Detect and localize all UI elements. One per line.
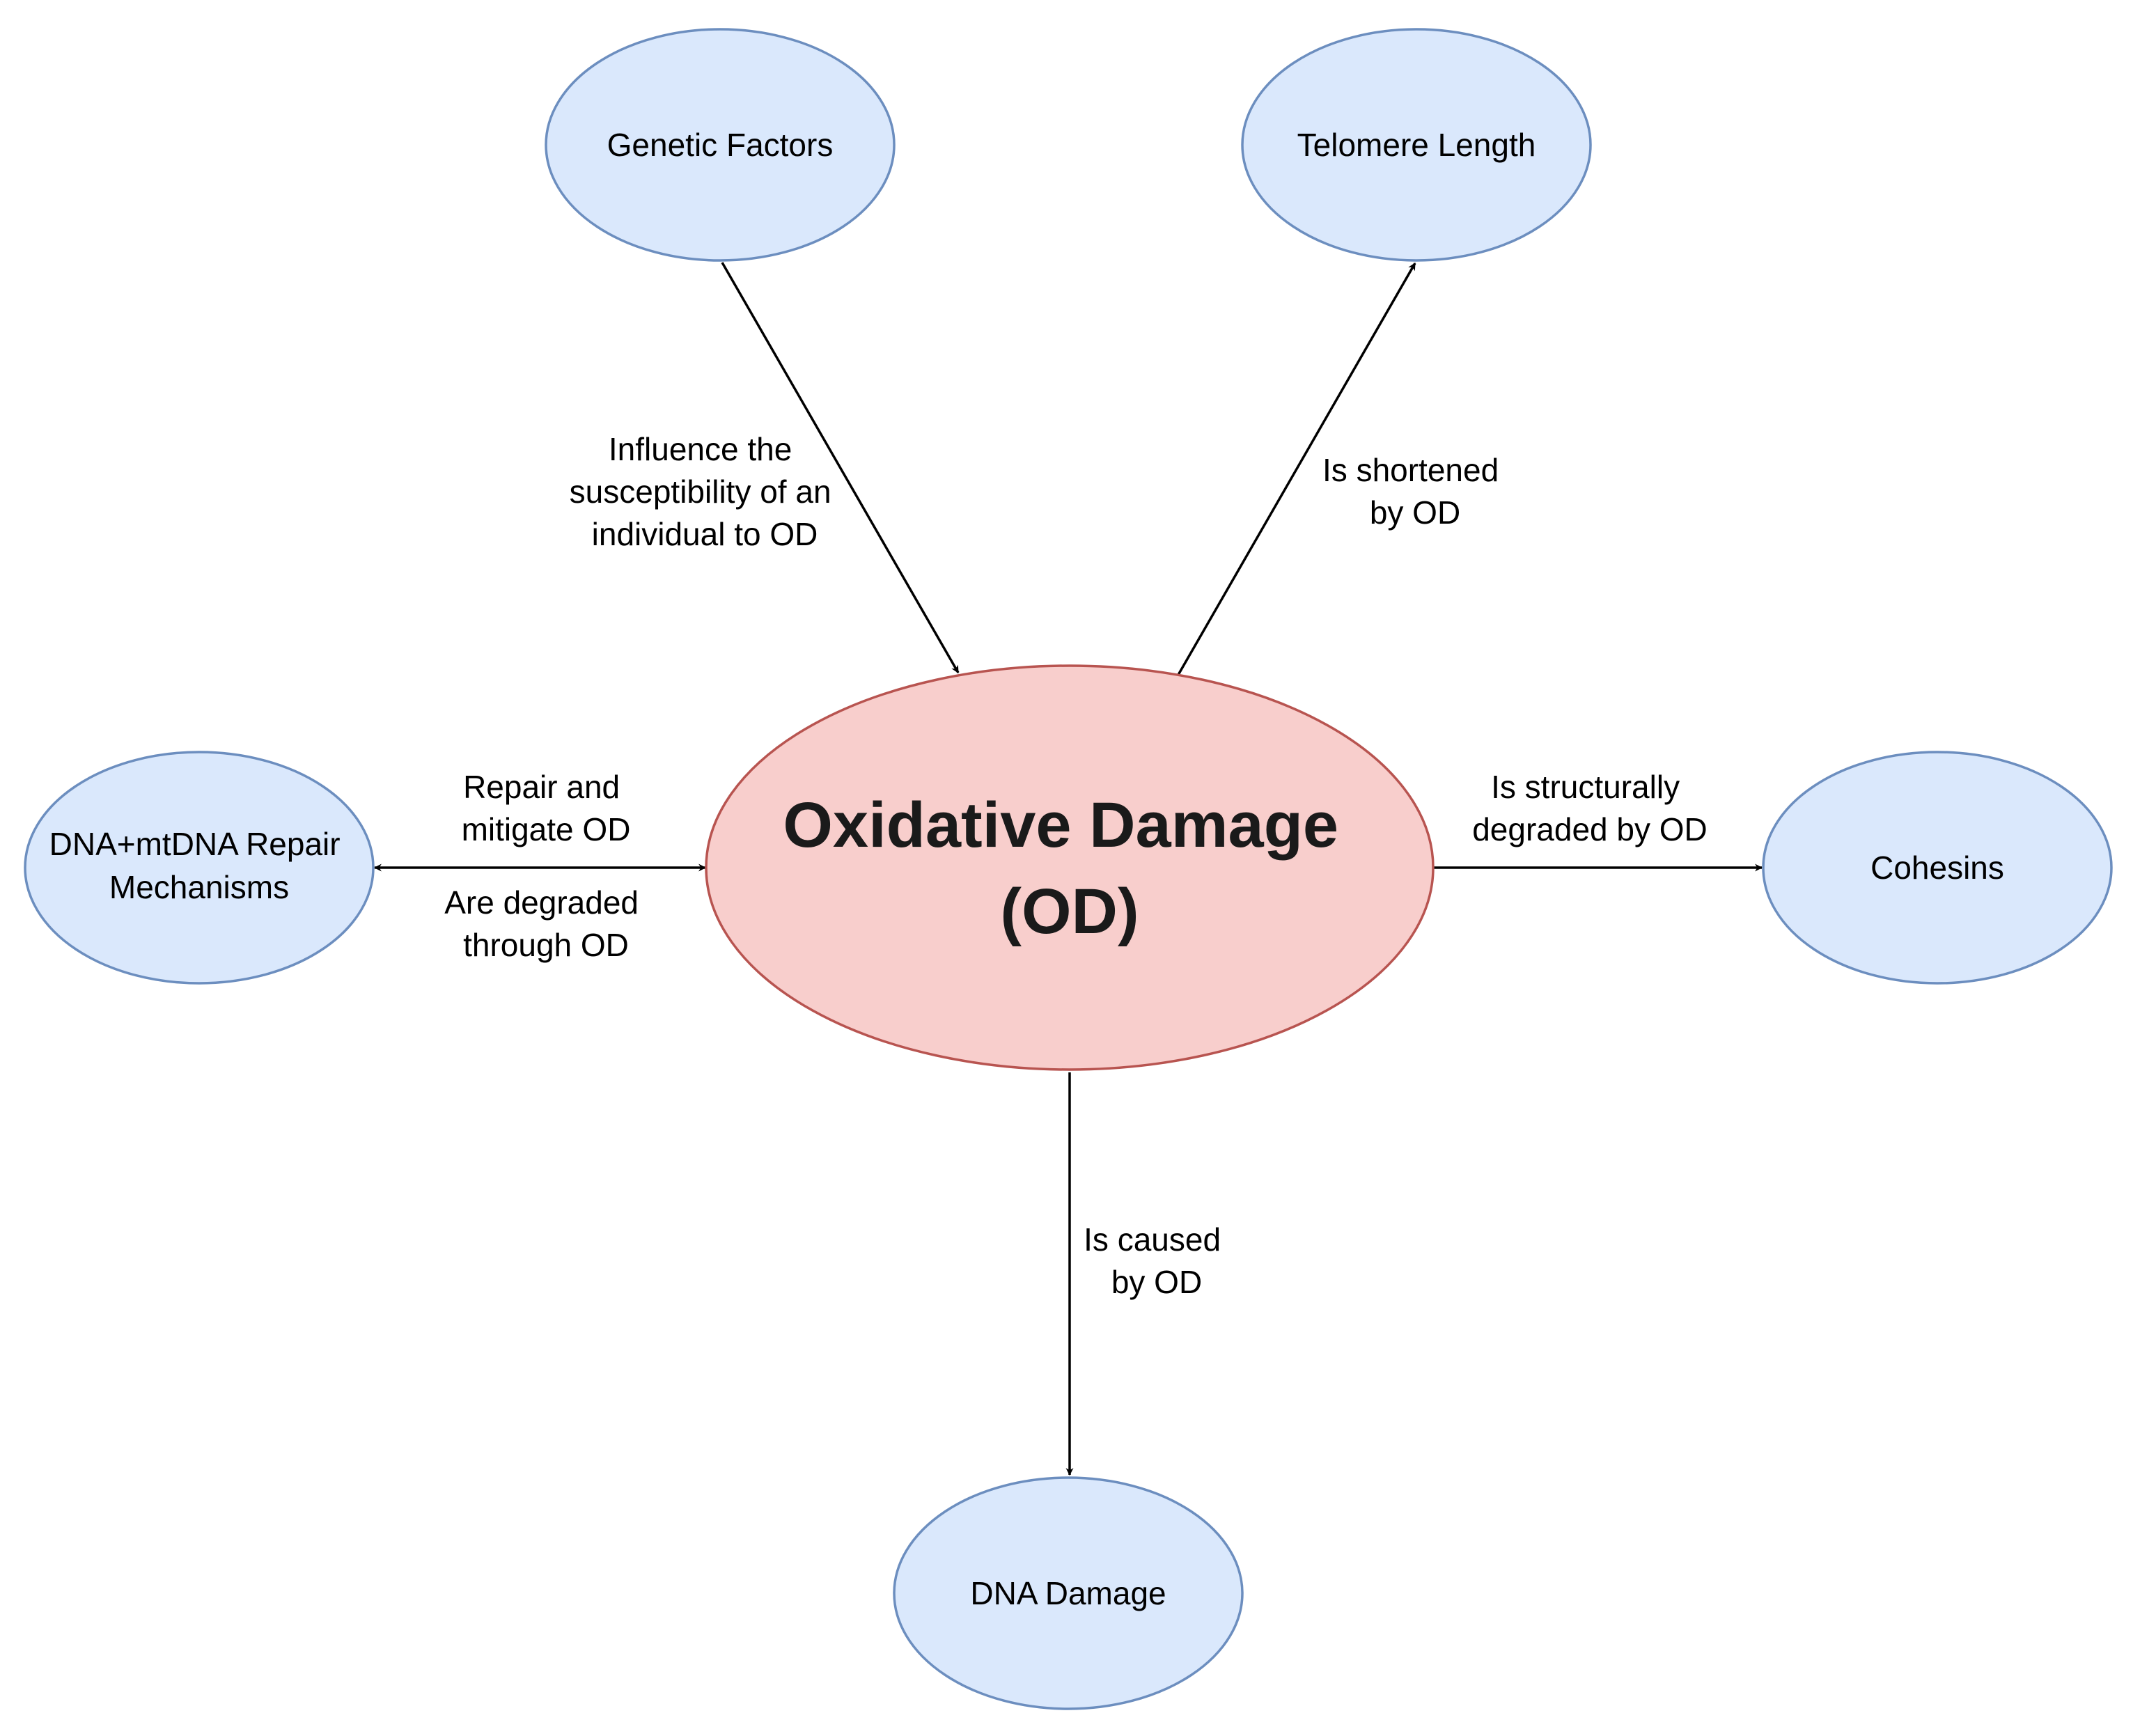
repair-mechanisms-node[interactable]	[24, 751, 375, 985]
cohesins-edge-label: Is structurally degraded by OD	[1472, 769, 1708, 847]
genetic-factors-edge-line1: Influence the	[609, 431, 792, 467]
cohesins-label: Cohesins	[1870, 850, 2004, 886]
genetic-factors-label: Genetic Factors	[607, 127, 834, 163]
edge-genetic-factors-to-od	[721, 262, 960, 673]
telomere-length-label: Telomere Length	[1297, 127, 1536, 163]
repair-upper-edge-line2: mitigate OD	[462, 811, 631, 847]
genetic-factors-edge-label: Influence the susceptibility of an indiv…	[570, 431, 841, 552]
telomere-length-edge-line2: by OD	[1370, 494, 1460, 531]
dna-damage-edge-line2: by OD	[1111, 1264, 1202, 1300]
telomere-length-edge-label: Is shortened by OD	[1322, 452, 1508, 531]
repair-mechanisms-line1: DNA+mtDNA Repair	[49, 826, 341, 862]
telomere-length-node[interactable]	[1241, 28, 1592, 262]
repair-lower-edge-line1: Are degraded	[444, 884, 639, 921]
genetic-factors-edge-line3: individual to OD	[592, 516, 818, 552]
repair-upper-edge-label: Repair and mitigate OD	[462, 769, 631, 847]
repair-mechanisms-line2: Mechanisms	[109, 869, 289, 905]
repair-lower-edge-line2: through OD	[463, 927, 629, 963]
cohesins-edge-line2: degraded by OD	[1472, 811, 1708, 847]
repair-mechanisms-label: DNA+mtDNA Repair Mechanisms	[49, 826, 350, 905]
genetic-factors-node[interactable]	[545, 28, 896, 262]
dna-damage-edge-label: Is caused by OD	[1084, 1221, 1230, 1300]
telomere-length-edge-line1: Is shortened	[1322, 452, 1499, 488]
oxidative-damage-line1: Oxidative Damage	[783, 790, 1338, 861]
dna-damage-label: DNA Damage	[970, 1575, 1166, 1611]
dna-damage-node[interactable]	[893, 1476, 1244, 1710]
repair-upper-edge-line1: Repair and	[463, 769, 620, 805]
genetic-factors-edge-line2: susceptibility of an	[570, 474, 831, 510]
repair-lower-edge-label: Are degraded through OD	[444, 884, 648, 963]
cohesins-node[interactable]	[1762, 751, 2113, 985]
dna-damage-edge-line1: Is caused	[1084, 1221, 1221, 1258]
oxidative-damage-line2: (OD)	[1000, 876, 1139, 947]
edge-od-to-telomere-length	[1177, 263, 1416, 675]
oxidative-damage-node[interactable]	[705, 664, 1435, 1071]
oxidative-damage-label: Oxidative Damage (OD)	[783, 790, 1356, 947]
cohesins-edge-line1: Is structurally	[1491, 769, 1680, 805]
